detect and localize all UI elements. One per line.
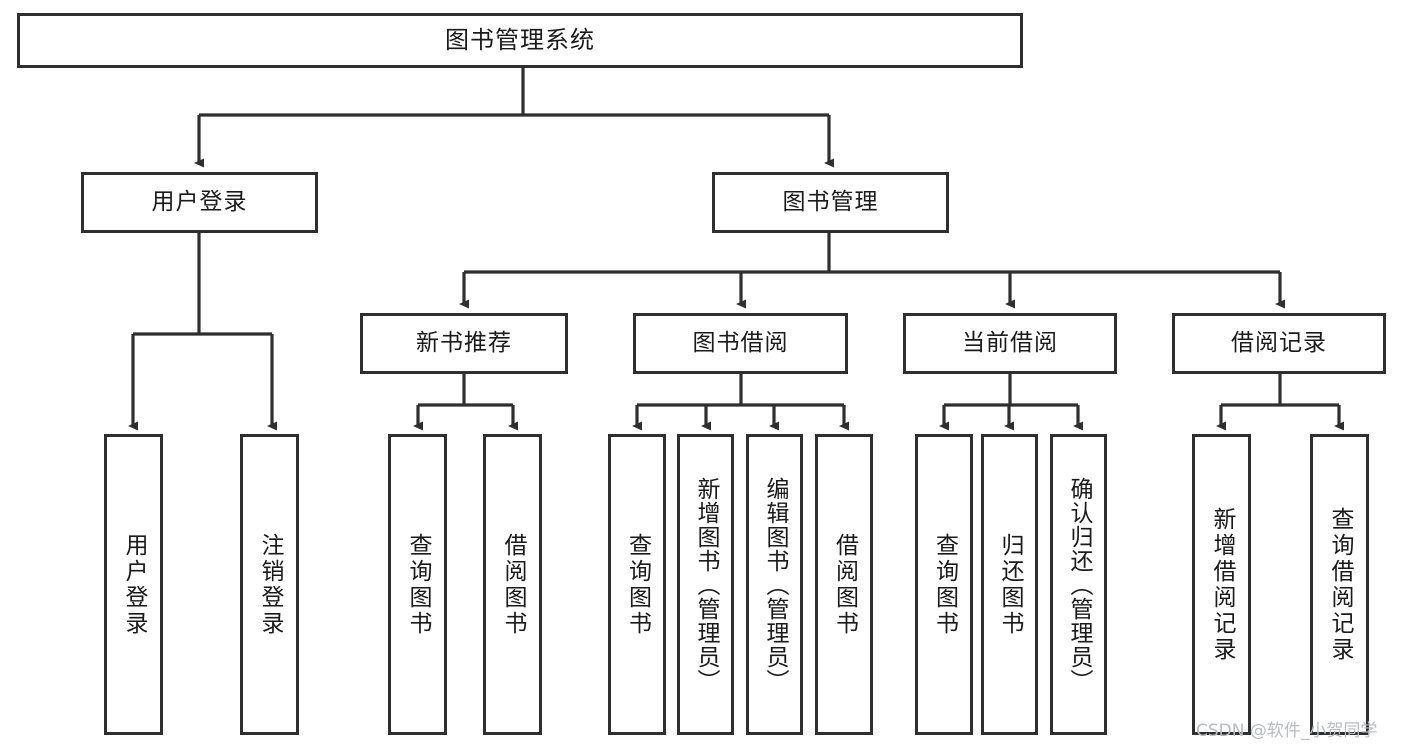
leaf-borrow-record-query-record[interactable]: 查询借阅记录 (1310, 434, 1369, 735)
node-book-borrowing[interactable]: 图书借阅 (633, 313, 848, 374)
leaf-book-borrow-borrow-book[interactable]: 借阅图书 (815, 434, 873, 735)
node-user-login[interactable]: 用户登录 (81, 172, 318, 233)
node-root-book-management-system[interactable]: 图书管理系统 (17, 13, 1023, 68)
leaf-current-borrow-confirm-return-admin[interactable]: 确认归还（管理员） (1050, 434, 1107, 735)
leaf-user-login-login[interactable]: 用户登录 (104, 434, 163, 735)
leaf-current-borrow-return-book[interactable]: 归还图书 (981, 434, 1038, 735)
leaf-new-book-query-book[interactable]: 查询图书 (388, 434, 447, 735)
leaf-current-borrow-query-book[interactable]: 查询图书 (915, 434, 973, 735)
node-borrow-records[interactable]: 借阅记录 (1172, 313, 1386, 374)
leaf-borrow-record-add-record[interactable]: 新增借阅记录 (1192, 434, 1251, 735)
leaf-user-login-logout[interactable]: 注销登录 (240, 434, 299, 735)
leaf-book-borrow-query-book[interactable]: 查询图书 (608, 434, 666, 735)
leaf-book-borrow-add-book-admin[interactable]: 新增图书（管理员） (677, 434, 734, 735)
node-current-borrowing[interactable]: 当前借阅 (903, 313, 1117, 374)
leaf-book-borrow-edit-book-admin[interactable]: 编辑图书（管理员） (746, 434, 803, 735)
csdn-watermark: CSDN @软件_小贺同学 (1196, 721, 1378, 741)
node-book-management[interactable]: 图书管理 (712, 172, 949, 233)
node-new-book-recommendation[interactable]: 新书推荐 (360, 313, 568, 374)
leaf-new-book-borrow-book[interactable]: 借阅图书 (483, 434, 542, 735)
